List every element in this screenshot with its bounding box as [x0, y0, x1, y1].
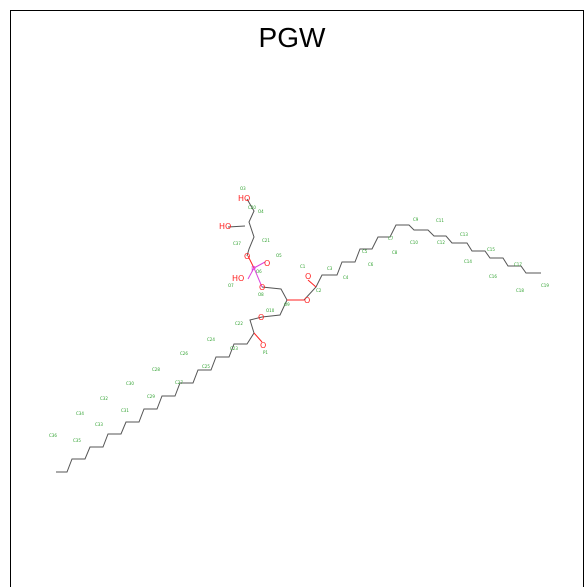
p-o-ester-bond [253, 267, 263, 288]
bond-layer [56, 198, 541, 473]
atom-label-c29: C29 [147, 394, 155, 399]
atom-label-o5: O5 [276, 253, 282, 258]
atom-label-c25: C25 [202, 364, 210, 369]
atom-label-c34: C34 [76, 411, 84, 416]
atom-o_p4: O [259, 283, 265, 292]
atom-label-c6: C6 [368, 262, 374, 267]
atom-o_e3: O [258, 313, 264, 322]
atom-label-c14: C14 [464, 259, 472, 264]
atom-label-c19: C19 [541, 283, 549, 288]
atom-label-c37: C37 [233, 241, 241, 246]
atom-label-c22: C22 [235, 321, 243, 326]
atom-label-o6: O6 [256, 269, 262, 274]
atom-label-p1: P1 [263, 350, 268, 355]
atom-label-c5: C5 [362, 249, 368, 254]
atom-label-c33: C33 [95, 422, 103, 427]
atom-label-c20: C20 [248, 205, 256, 210]
atom-label-o8: O8 [258, 292, 264, 297]
atom-label-c11: C11 [436, 218, 444, 223]
atom-label-c13: C13 [460, 232, 468, 237]
atom-label-c2: C2 [316, 288, 322, 293]
headgroup-chain [246, 198, 255, 257]
atom-o_p3: HO [232, 274, 244, 283]
atom-label-c12: C12 [437, 240, 445, 245]
atom-label-c30: C30 [126, 381, 134, 386]
atom-label-c18: C18 [516, 288, 524, 293]
figure-frame [10, 10, 584, 587]
hydroxyl-bond [227, 225, 246, 228]
atom-label-c36: C36 [49, 433, 57, 438]
atom-p: P [251, 265, 256, 274]
atom-label-o9: O9 [284, 302, 290, 307]
atom-label-c26: C26 [180, 351, 188, 356]
atom-label-o10: O10 [266, 308, 275, 313]
atom-o_e4: O [260, 341, 266, 350]
atom-o_e2: O [305, 272, 311, 281]
sn1-acyl-chain [56, 316, 263, 473]
atom-label-c28: C28 [152, 367, 160, 372]
atom-label-c32: C32 [100, 396, 108, 401]
sn2-carbonyl [307, 279, 317, 288]
atom-label-c21: C21 [262, 238, 270, 243]
p-oh-bond [247, 267, 255, 280]
atom-o_h1: HO [238, 194, 250, 203]
atom-label-c15: C15 [487, 247, 495, 252]
atom-o_p2: O [264, 259, 270, 268]
atom-label-c4: C4 [343, 275, 349, 280]
atom-o_p1: O [244, 252, 250, 261]
figure-title: PGW [258, 22, 326, 53]
atom-label-c23: C23 [230, 346, 238, 351]
atom-label-c8: C8 [392, 250, 398, 255]
p-o-double-bond [253, 261, 266, 269]
atom-label-o4: O4 [258, 209, 264, 214]
sn1-carbonyl [253, 332, 263, 343]
atom-label-c24: C24 [207, 337, 215, 342]
atom-label-c31: C31 [121, 408, 129, 413]
atom-label-c3: C3 [327, 266, 333, 271]
atom-label-o3: O3 [240, 186, 246, 191]
phosphate-o-bond [247, 255, 255, 269]
atom-label-c17: C17 [514, 262, 522, 267]
atom-o_h2: HO [219, 222, 231, 231]
sn2-acyl-chain [303, 224, 541, 301]
atom-label-c27: C27 [175, 380, 183, 385]
atom-label-c7: C7 [388, 236, 394, 241]
atom-label-c1: C1 [300, 264, 306, 269]
atom-label-o7: O7 [228, 283, 234, 288]
atom-label-c10: C10 [410, 240, 418, 245]
atom-label-c16: C16 [489, 274, 497, 279]
atom-label-c35: C35 [73, 438, 81, 443]
atom-label-c9: C9 [413, 217, 419, 222]
atom-o_e1: O [304, 296, 310, 305]
